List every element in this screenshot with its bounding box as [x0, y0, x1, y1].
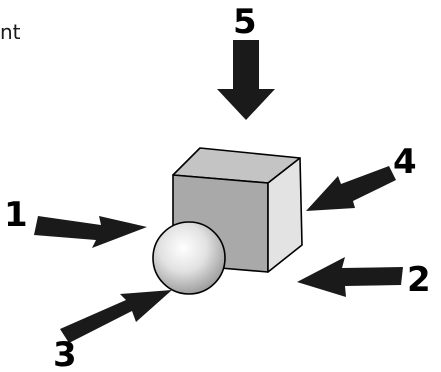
arrow-5-label: 5: [233, 2, 257, 42]
truncated-text: nt: [0, 20, 21, 44]
arrow-3: [60, 290, 172, 343]
arrow-1: [34, 216, 147, 248]
arrow-1-label: 1: [4, 195, 28, 235]
arrow-4: [306, 166, 396, 211]
arrow-3-label: 3: [53, 335, 77, 372]
arrow-2-label: 2: [407, 260, 431, 300]
sphere: [152, 221, 226, 295]
cube-right-face: [267, 157, 303, 273]
arrow-4-label: 4: [393, 142, 417, 182]
arrow-5: [217, 40, 275, 120]
arrow-2: [297, 257, 403, 297]
